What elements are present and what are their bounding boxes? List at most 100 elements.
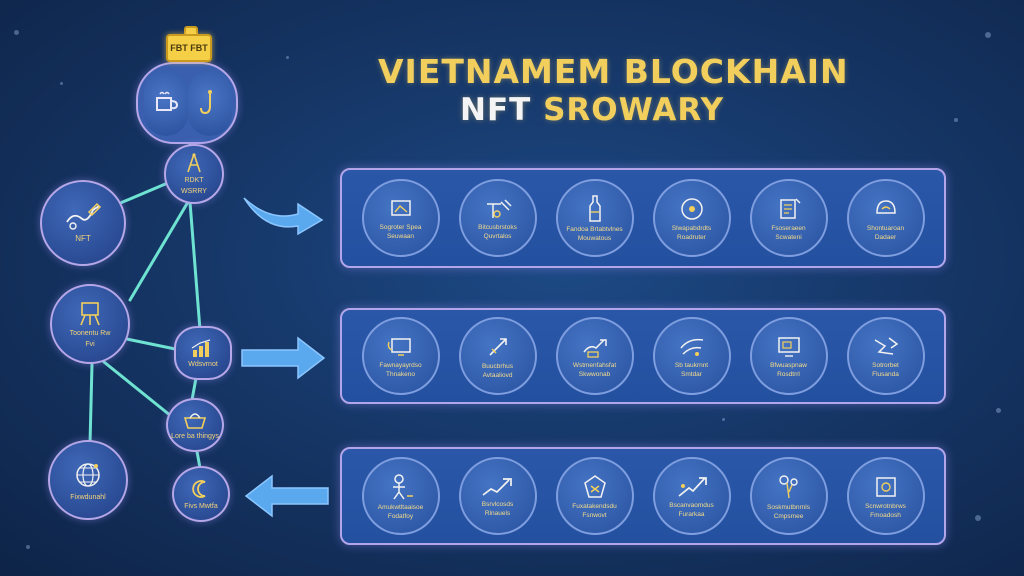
card-label: Scnwrotnbrws [865,502,906,510]
node-compass: RDKT WSRRY [164,144,224,204]
connector-line [120,336,182,352]
node-label: Fvi [85,341,95,348]
card-label: Smtdar [681,371,702,378]
panel-card: Sotrorbet Flusanda [846,317,925,395]
background-speck [286,56,289,59]
card-label: Bsrvlcosds [481,500,514,508]
node-globe: Fixwdunahl [48,440,128,520]
card-label: Quvrtalos [483,233,512,240]
pen-icon [66,203,102,230]
background-speck [975,515,981,521]
card-label: Fuxatakendsdu [572,502,617,510]
card-label: Bitcusbrstoks [478,223,517,231]
card-label: Fawnayayrdso [379,361,422,369]
subtitle-part-nft: NFT [460,92,532,128]
card-label: Roadruter [677,234,706,241]
panel-card: Scnwrotnbrws Fmoadosh [846,457,925,535]
compass-icon [187,153,201,173]
cup-icon [156,91,179,111]
background-speck [26,545,30,549]
brush-icon [679,338,703,356]
moon-icon [192,479,206,498]
feature-panel-1: Sogroter Spea Seuwaan Bitcusbrstoks Quvr… [340,168,946,268]
panel-card: Buucbrhus Avtaaliovd [458,317,537,395]
scribble-icon [874,336,898,355]
node-easel: Toonentu Rw Fvi [50,284,130,364]
node-label: Fixwdunahl [70,493,106,501]
easel-icon [80,302,100,326]
node-label: Wdsvrnot [188,360,218,368]
card-label: Scwateni [775,234,802,241]
panel-card: Bfwuaspnaw Rosdtrrl [749,317,828,395]
card-label: Fodatfoy [387,513,414,520]
node-label: Toonentu Rw [69,330,111,338]
panel-card: Sogroter Spea Seuwaan [361,179,440,257]
panel-card: Fawnayayrdso Thnakeno [361,317,440,395]
panel-card: Fsoseraeen Scwateni [749,179,828,257]
card-label: Fandoa Brtabtvlnes [566,225,623,233]
node-nft: NFT [40,180,126,266]
card-label: Bfwuaspnaw [770,361,807,369]
background-speck [60,82,63,85]
arrow-right [241,336,326,380]
card-label: Sogroter Spea [379,223,422,231]
person-icon [392,473,413,499]
card-label: Shontuaroan [866,224,905,232]
background-speck [14,30,19,35]
feature-panel-2: Fawnayayrdso Thnakeno Buucbrhus Avtaalio… [340,308,946,404]
card-label: Sb taukrnnt [674,361,709,369]
card-label: Rosdtrrl [777,371,800,378]
helmet-icon [875,199,896,214]
card-label: Skwwonab [578,371,611,378]
node-bars: Wdsvrnot [174,326,232,380]
hook-icon [200,90,212,115]
card-label: Thnakeno [386,371,415,378]
tree-icon [778,474,798,498]
badge-icon [583,474,606,498]
background-speck [722,418,725,421]
connector-line [190,376,198,402]
card-label: Wstmenfahsfat [572,361,617,369]
page-subtitle: NFT SROWARY [460,92,724,128]
card-label: Sotrorbet [872,361,899,369]
hand-icon [582,338,607,358]
node-label: WSRRY [181,188,207,195]
card-label: Furarkaa [678,511,705,518]
card-label: Dadaer [874,234,897,241]
tools-icon [486,199,512,218]
trend-icon [481,477,512,496]
card-label: Flusanda [872,371,899,378]
card-label: Amukwtltaaisoe [377,503,424,511]
curved-arrow-right [243,197,324,236]
panel-card: Shontuaroan Dadaer [846,179,925,257]
arrow-left [244,474,329,518]
monitor-icon [777,336,800,357]
subtitle-part-rest: SROWARY [531,92,725,128]
connector-line [102,360,178,422]
page-title: VIETNAMEM BLOCKHAIN [378,52,849,91]
document-icon [779,198,800,219]
card-label: Rlnauels [484,510,511,517]
safe-icon [875,476,896,497]
badge-tab [184,26,198,36]
card-label: Soskmutbnrnls [767,503,810,511]
screen-icon [387,337,411,356]
frame-icon [390,199,411,216]
root-badge: FBT FBT [166,34,212,62]
panel-card: Fandoa Brtabtvlnes Mouwatous [555,179,634,257]
basket-icon [183,412,207,429]
node-label: RDKT [184,177,204,185]
root-right-half [188,70,232,136]
node-basket: Lore ba thingys [166,398,224,452]
card-label: Fmoadosh [870,512,901,519]
panel-card: Wstmenfahsfat Skwwonab [555,317,634,395]
node-label: Fivs Mwtfa [184,502,218,510]
panel-card: Sb taukrnnt Smtdar [652,317,731,395]
connector-line [128,200,190,302]
panel-card: Amukwtltaaisoe Fodatfoy [361,457,440,535]
panel-card: Bitcusbrstoks Quvrtalos [458,179,537,257]
panel-card: Fuxatakendsdu Fsnwovt [555,457,634,535]
panel-card: Bscanvaomdus Furarkaa [652,457,731,535]
root-node [136,62,238,144]
feature-panel-3: Amukwtltaaisoe Fodatfoy Bsrvlcosds Rlnau… [340,447,946,545]
